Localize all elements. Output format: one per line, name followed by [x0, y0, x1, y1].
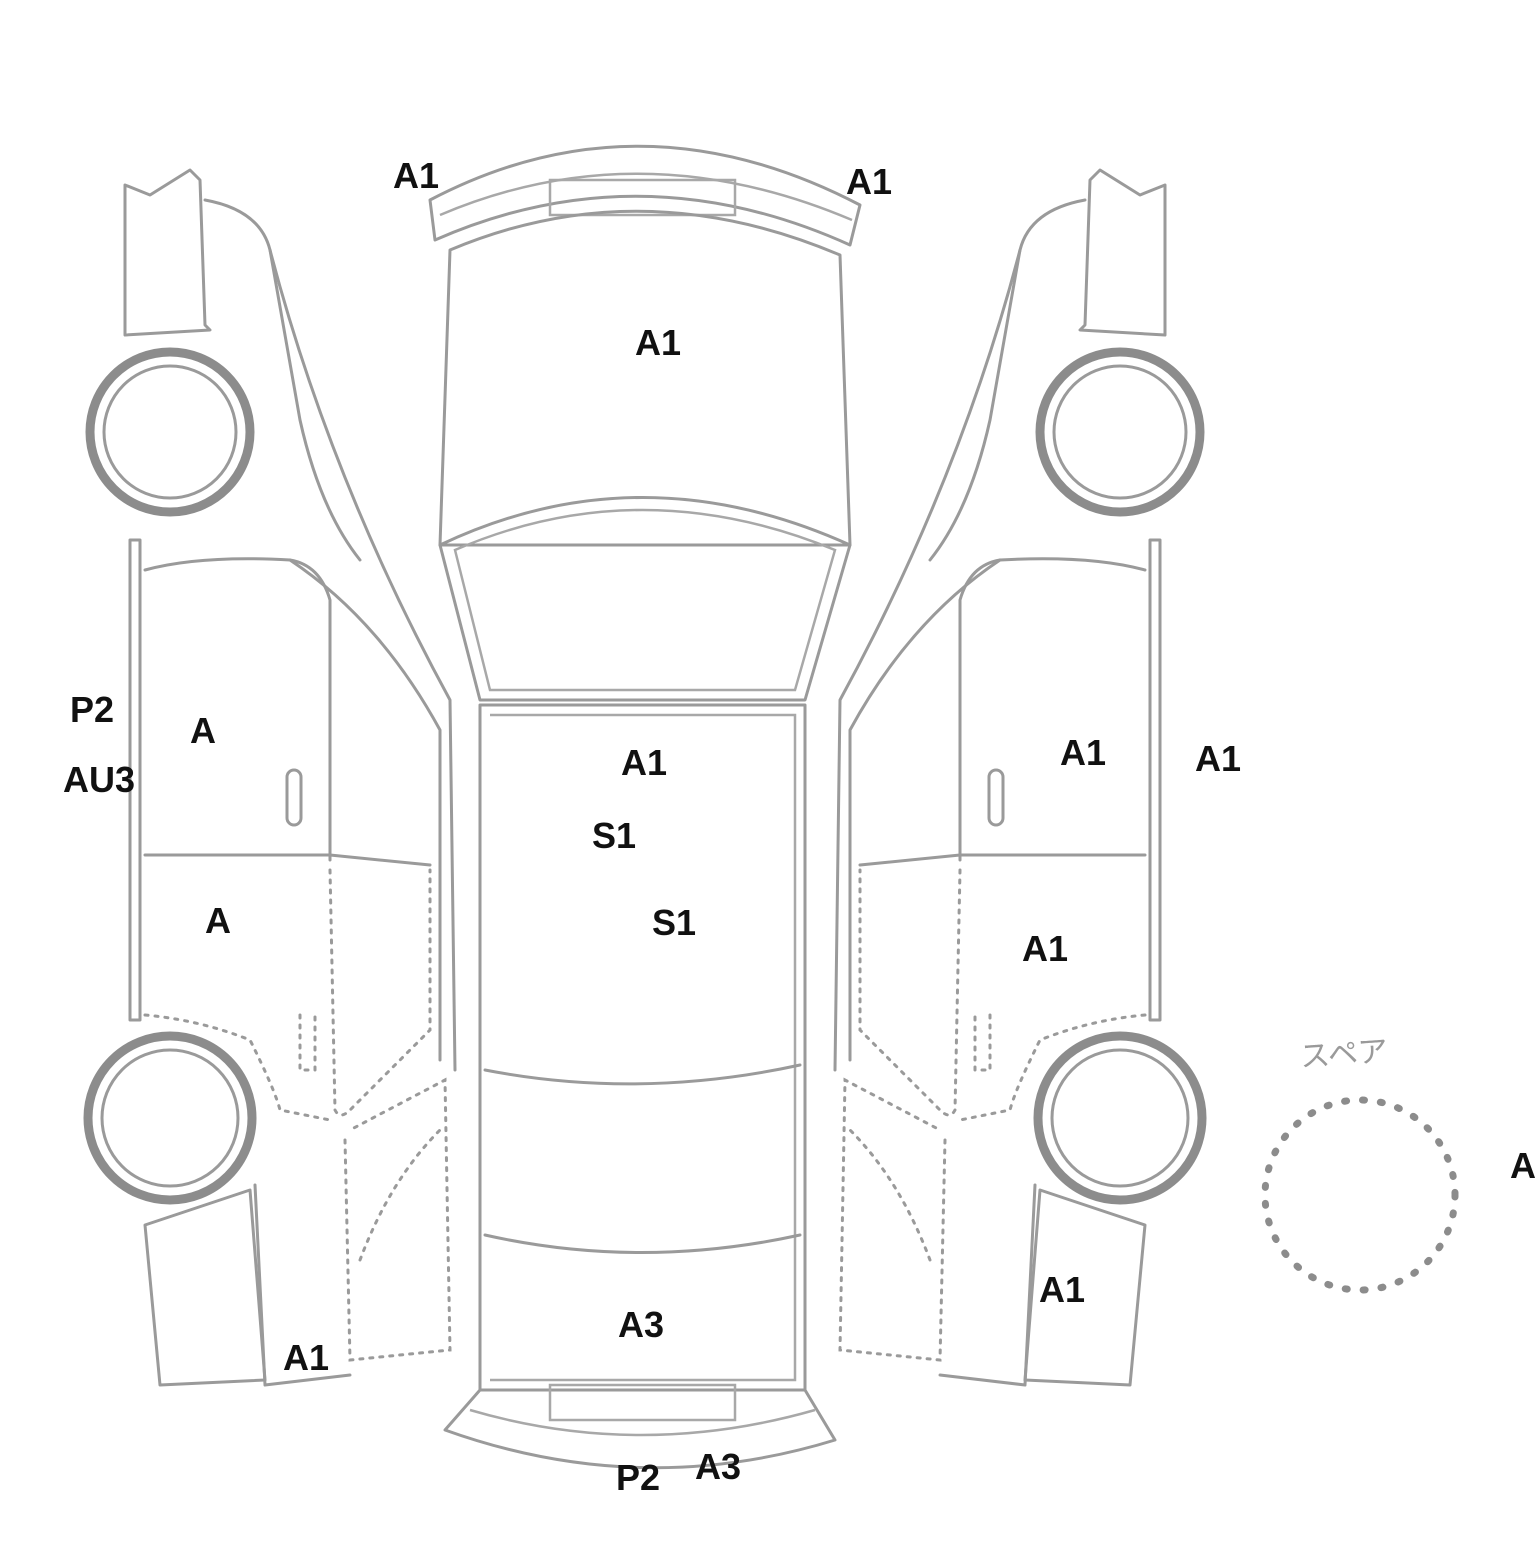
- mark-right-rocker: A1: [1195, 738, 1242, 779]
- mark-left-rocker-1: P2: [70, 689, 115, 730]
- mark-hood: A1: [635, 322, 682, 363]
- mark-spare-tire: A: [1510, 1145, 1536, 1186]
- mark-roof-2: S1: [592, 815, 637, 856]
- spare-label: スペア: [1298, 1033, 1389, 1076]
- right-side-view: [833, 168, 1207, 1387]
- mark-left-rear-door: A: [205, 900, 231, 941]
- spare-tire-icon: [1261, 1096, 1459, 1294]
- mark-rear-bumper-2: A3: [695, 1446, 742, 1487]
- top-view: [428, 144, 862, 1470]
- mark-right-front-door: A1: [1060, 732, 1107, 773]
- mark-rear-bumper-1: P2: [616, 1457, 661, 1498]
- mark-front-bumper-right: A1: [846, 161, 893, 202]
- mark-right-rear-door: A1: [1022, 928, 1069, 969]
- mark-roof-3: S1: [652, 902, 697, 943]
- left-side-view: [83, 168, 457, 1387]
- mark-roof-1: A1: [621, 742, 668, 783]
- mark-left-rocker-2: AU3: [63, 759, 136, 800]
- mark-left-front-door: A: [190, 710, 216, 751]
- mark-front-bumper-left: A1: [393, 155, 440, 196]
- mark-trunk: A3: [618, 1304, 665, 1345]
- mark-right-rear-fender: A1: [1039, 1269, 1086, 1310]
- mark-left-rear-fender: A1: [283, 1337, 330, 1378]
